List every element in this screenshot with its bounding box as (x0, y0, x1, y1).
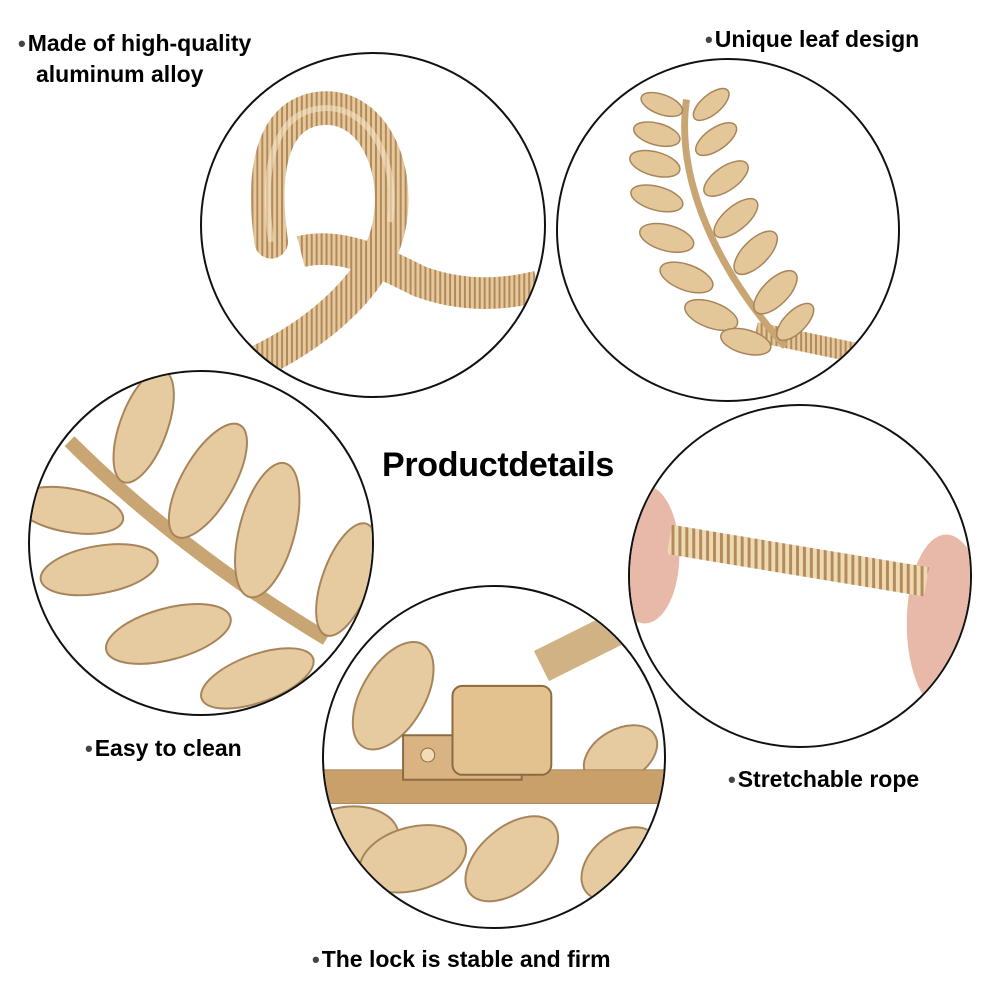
lock-clasp-illustration (324, 611, 664, 903)
photo-coiled-band (200, 52, 546, 398)
photo-leaf-closeup (28, 370, 374, 716)
caption-alloy: •Made of high-quality aluminum alloy (18, 28, 251, 89)
photo-stretch-spring (628, 404, 972, 748)
bullet-icon: • (312, 947, 320, 972)
caption-clean-text: Easy to clean (94, 735, 242, 761)
caption-leaf: •Unique leaf design (705, 24, 919, 55)
caption-lock: •The lock is stable and firm (312, 944, 611, 975)
caption-alloy-line2: aluminum alloy (36, 61, 204, 87)
caption-leaf-text: Unique leaf design (714, 26, 920, 52)
photo-lock-clasp (322, 585, 666, 929)
bullet-icon: • (18, 31, 26, 56)
bullet-icon: • (705, 27, 713, 52)
stretch-spring-illustration (630, 485, 970, 713)
caption-rope: •Stretchable rope (728, 764, 919, 795)
caption-alloy-line1: Made of high-quality (27, 30, 252, 56)
leaf-branch-illustration (629, 87, 877, 367)
caption-lock-text: The lock is stable and firm (321, 946, 611, 972)
bullet-icon: • (85, 736, 93, 761)
leaf-closeup-illustration (30, 372, 372, 710)
photo-leaf-branch (556, 58, 900, 402)
page-title: Productdetails (382, 446, 614, 484)
caption-clean: •Easy to clean (85, 733, 242, 764)
coiled-band-illustration (244, 91, 542, 378)
bullet-icon: • (728, 767, 736, 792)
caption-rope-text: Stretchable rope (737, 766, 920, 792)
